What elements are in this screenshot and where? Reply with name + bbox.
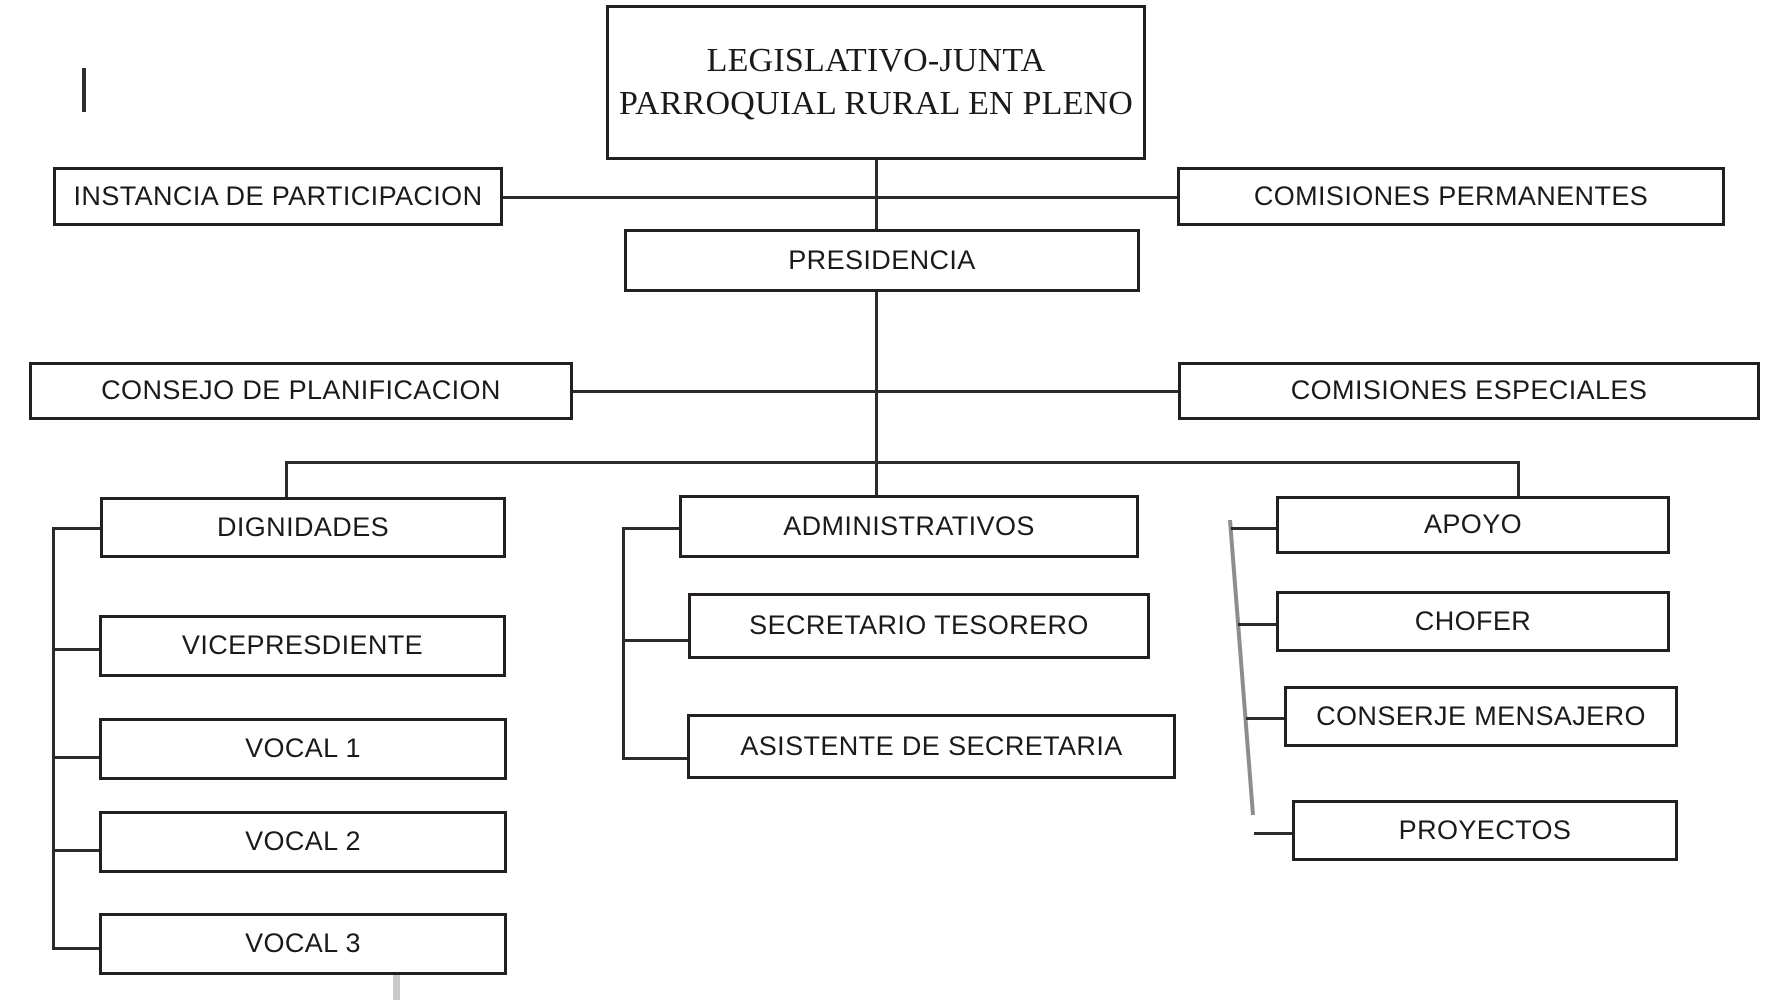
node-administrativos-label: ADMINISTRATIVOS	[783, 510, 1035, 541]
connector-stub-vicepresidente	[52, 648, 102, 651]
node-apoyo-label: APOYO	[1423, 509, 1523, 540]
connector-stub-vocal-2	[52, 849, 102, 852]
node-proyectos[interactable]: PROYECTOS	[1292, 800, 1678, 861]
connector-bus-drop-dignidades	[285, 461, 288, 497]
connector-rail-right	[1228, 519, 1255, 816]
connector-stub-secretario-tesorero	[622, 639, 690, 642]
connector-rail-left	[52, 527, 55, 950]
connector-bus-drop-apoyo	[1517, 461, 1520, 497]
node-secretario-tesorero-label: SECRETARIO TESORERO	[749, 610, 1089, 641]
text-cursor-caret	[82, 68, 86, 112]
node-instancia-participacion[interactable]: INSTANCIA DE PARTICIPACION	[53, 167, 503, 226]
node-comisiones-permanentes-label: COMISIONES PERMANENTES	[1253, 180, 1649, 211]
node-apoyo[interactable]: APOYO	[1276, 496, 1670, 554]
connector-bus-drop-administrativos	[875, 461, 878, 497]
node-secretario-tesorero[interactable]: SECRETARIO TESORERO	[688, 593, 1150, 659]
node-vocal-2[interactable]: VOCAL 2	[99, 811, 507, 873]
node-comisiones-especiales-label: COMISIONES ESPECIALES	[1290, 375, 1648, 406]
node-asistente-secretaria[interactable]: ASISTENTE DE SECRETARIA	[687, 714, 1176, 779]
node-vocal-1[interactable]: VOCAL 1	[99, 718, 507, 780]
node-consejo-planificacion[interactable]: CONSEJO DE PLANIFICACION	[29, 362, 573, 420]
connector-stub-vocal-3	[52, 947, 102, 950]
node-pleno[interactable]: LEGISLATIVO-JUNTA PARROQUIAL RURAL EN PL…	[606, 5, 1146, 160]
connector-stub-apoyo	[1231, 527, 1277, 530]
node-proyectos-label: PROYECTOS	[1398, 814, 1572, 845]
node-vocal-2-label: VOCAL 2	[245, 826, 361, 857]
node-pleno-label: LEGISLATIVO-JUNTA PARROQUIAL RURAL EN PL…	[618, 42, 1134, 122]
node-vocal-3-label: VOCAL 3	[245, 928, 361, 959]
node-vicepresidente[interactable]: VICEPRESDIENTE	[99, 615, 506, 677]
node-comisiones-permanentes[interactable]: COMISIONES PERMANENTES	[1177, 167, 1725, 226]
node-consejo-planificacion-label: CONSEJO DE PLANIFICACION	[101, 375, 501, 406]
node-instancia-participacion-label: INSTANCIA DE PARTICIPACION	[73, 180, 483, 211]
node-vicepresidente-label: VICEPRESDIENTE	[181, 630, 424, 661]
connector-stub-vocal-1	[52, 756, 102, 759]
connector-stub-administrativos	[622, 527, 682, 530]
node-conserje-mensajero-label: CONSERJE MENSAJERO	[1316, 700, 1646, 731]
node-presidencia-label: PRESIDENCIA	[788, 244, 976, 275]
connector-crossbar-row2	[571, 390, 1181, 393]
node-dignidades-label: DIGNIDADES	[216, 511, 390, 542]
node-chofer[interactable]: CHOFER	[1276, 591, 1670, 652]
connector-bus-horizontal	[285, 461, 1520, 464]
text-cursor-caret-secondary	[393, 975, 400, 1000]
connector-stub-proyectos	[1254, 832, 1292, 835]
connector-spine-pleno-to-presidencia	[875, 158, 878, 230]
node-comisiones-especiales[interactable]: COMISIONES ESPECIALES	[1178, 362, 1760, 420]
node-vocal-3[interactable]: VOCAL 3	[99, 913, 507, 975]
node-conserje-mensajero[interactable]: CONSERJE MENSAJERO	[1284, 686, 1678, 747]
connector-spine-presidencia-to-bus	[875, 291, 878, 463]
node-administrativos[interactable]: ADMINISTRATIVOS	[679, 495, 1139, 558]
node-asistente-secretaria-label: ASISTENTE DE SECRETARIA	[740, 730, 1123, 761]
connector-stub-chofer	[1238, 623, 1280, 626]
node-dignidades[interactable]: DIGNIDADES	[100, 497, 506, 558]
connector-crossbar-row1	[500, 196, 1180, 199]
connector-stub-conserje-mensajero	[1246, 717, 1286, 720]
node-presidencia[interactable]: PRESIDENCIA	[624, 229, 1140, 292]
connector-stub-dignidades	[52, 527, 102, 530]
node-vocal-1-label: VOCAL 1	[245, 733, 361, 764]
connector-stub-asistente-secretaria	[622, 757, 690, 760]
node-chofer-label: CHOFER	[1414, 605, 1532, 636]
connector-rail-middle	[622, 527, 625, 759]
